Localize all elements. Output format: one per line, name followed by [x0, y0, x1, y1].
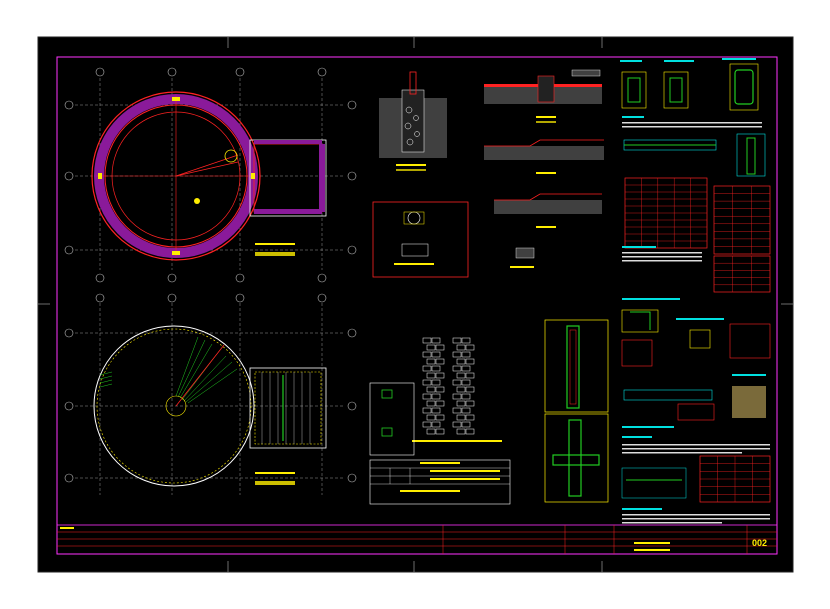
general-notes-table — [369, 459, 511, 505]
tank-plan-bottom — [64, 293, 357, 495]
tank-outline-bottom — [93, 325, 255, 487]
lap-splice-details — [621, 298, 771, 421]
title-block — [56, 524, 778, 555]
rebar-table-1 — [624, 177, 708, 249]
column-detail-1 — [544, 319, 609, 413]
small-detail — [510, 247, 535, 268]
legend-box — [369, 382, 415, 456]
notes-block-1 — [622, 116, 762, 128]
foundation-detail — [379, 71, 447, 171]
wall-section-1 — [484, 69, 602, 123]
beam-elevation — [623, 133, 766, 177]
steel-notes — [621, 426, 771, 524]
masonry-wall-elevation — [412, 335, 502, 442]
frame-ticks — [38, 37, 793, 572]
beam-section-details — [620, 58, 759, 111]
notes-block-2 — [622, 246, 702, 262]
rebar-table-2 — [713, 185, 771, 255]
sheet-number: 002 — [752, 538, 768, 548]
pipe-detail — [372, 201, 469, 278]
wall-section-3 — [494, 193, 602, 228]
column-detail-2 — [544, 413, 609, 503]
rebar-table-3 — [713, 255, 771, 293]
tank-plan-top — [64, 67, 357, 283]
outer-edge — [91, 91, 261, 261]
grid-bubbles-top — [64, 67, 357, 283]
wall-section-2 — [484, 139, 604, 174]
markers-top — [98, 97, 255, 255]
rebar-fan — [175, 336, 238, 404]
